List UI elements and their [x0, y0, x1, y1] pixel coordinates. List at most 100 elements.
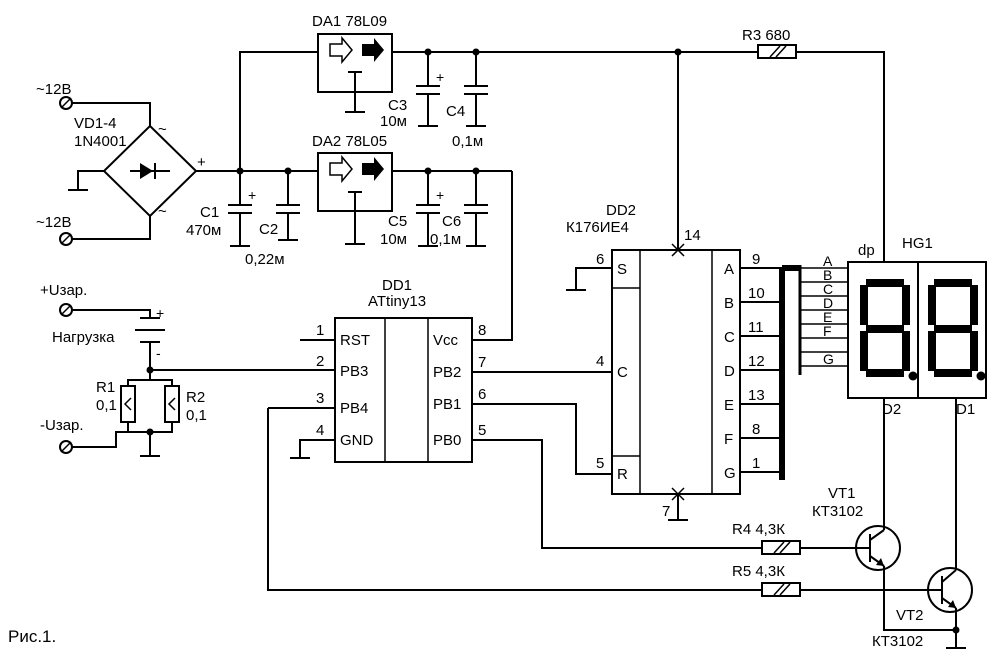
c4-value: 0,1м: [452, 133, 483, 150]
svg-text:E: E: [823, 309, 832, 325]
display-d1-label: D1: [956, 401, 975, 418]
c2-ref: C2: [259, 221, 278, 238]
dd1-pin-name: Vcc: [433, 332, 459, 349]
charge-plus-label: +Uзар.: [40, 282, 87, 299]
resistor-r1: [120, 385, 136, 423]
dd2-pin-name: S: [617, 261, 627, 278]
svg-text:8: 8: [752, 421, 760, 438]
dd1-pin-num: 8: [478, 322, 486, 339]
dd1-pin-num: 2: [316, 353, 324, 370]
r1-ref: R1: [96, 379, 115, 396]
c4-ref: C4: [446, 103, 465, 120]
vt1-part: КТ3102: [812, 503, 863, 520]
c2-value: 0,22м: [245, 251, 285, 268]
mcu-dd1-part: ATtiny13: [368, 293, 426, 310]
regulator-da1-label: DA1 78L09: [312, 13, 387, 30]
c6-ref: C6: [442, 213, 461, 230]
c6-value: 0,1м: [430, 231, 461, 248]
charge-minus-label: -Uзар.: [40, 417, 84, 434]
r3-label: R3 680: [742, 27, 790, 44]
vt1-ref: VT1: [828, 485, 856, 502]
display-digit-2: [917, 261, 987, 399]
svg-text:B: B: [724, 295, 734, 312]
dd1-pin-name: PB4: [340, 400, 368, 417]
dd1-pin-num: 7: [478, 354, 486, 371]
dd2-outputs: [740, 267, 782, 473]
svg-text:G: G: [724, 465, 736, 482]
r2-ref: R2: [186, 389, 205, 406]
svg-text:+: +: [248, 187, 256, 203]
svg-text:F: F: [724, 431, 733, 448]
dd2-pin-gnd: 7: [662, 503, 670, 520]
svg-text:12: 12: [748, 353, 765, 370]
bus-to-display: [800, 267, 848, 367]
dd2-pin-name: R: [617, 466, 628, 483]
display-ref: HG1: [902, 235, 933, 252]
dd1-pin-name: RST: [340, 332, 370, 349]
r2-value: 0,1: [186, 407, 207, 424]
resistor-r5: [761, 582, 801, 597]
c5-value: 10м: [380, 231, 407, 248]
svg-text:~: ~: [158, 203, 167, 220]
diode-bridge: [102, 124, 198, 218]
c5-ref: C5: [388, 213, 407, 230]
svg-text:A: A: [724, 261, 734, 278]
figure-caption: Рис.1.: [8, 627, 56, 646]
svg-text:F: F: [823, 323, 832, 339]
r5-label: R5 4,3К: [732, 563, 785, 580]
dd2-pin-num: 6: [596, 251, 604, 268]
dd1-pin-name: PB2: [433, 364, 461, 381]
svg-text:~: ~: [158, 121, 167, 138]
svg-text:+: +: [436, 187, 444, 203]
resistor-r4: [761, 540, 801, 555]
dd1-pin-name: PB3: [340, 363, 368, 380]
svg-text:C: C: [823, 281, 833, 297]
svg-text:D: D: [823, 295, 833, 311]
regulator-da2-label: DA2 78L05: [312, 133, 387, 150]
digit-1-segments: [860, 279, 918, 381]
dd1-pin-name: PB0: [433, 432, 461, 449]
vt2-part: КТ3102: [872, 633, 923, 650]
c3-value: 10м: [380, 113, 407, 130]
svg-text:B: B: [823, 267, 832, 283]
svg-text:-: -: [156, 345, 161, 361]
dd2-pin-num: 5: [596, 455, 604, 472]
dd1-pin-name: GND: [340, 432, 374, 449]
r1-value: 0,1: [96, 397, 117, 414]
dd2-pin-num: 4: [596, 353, 604, 370]
dd1-pin-num: 1: [316, 322, 324, 339]
bridge-part: 1N4001: [74, 133, 127, 150]
svg-text:E: E: [724, 397, 734, 414]
counter-dd2: [611, 249, 741, 495]
c1-ref: C1: [200, 204, 219, 221]
digit-2-segments: [928, 279, 986, 381]
display-dp-label: dp: [858, 242, 875, 259]
dd1-pin-num: 4: [316, 422, 324, 439]
dd2-pin-vcc: 14: [684, 227, 701, 244]
load-label: Нагрузка: [52, 329, 115, 346]
counter-dd2-ref: DD2: [606, 202, 636, 219]
svg-text:+: +: [436, 69, 444, 85]
resistor-r2: [164, 385, 180, 423]
svg-text:9: 9: [752, 251, 760, 268]
svg-text:G: G: [823, 351, 834, 367]
svg-text:1: 1: [752, 455, 760, 472]
dd2-pin-name: C: [617, 364, 628, 381]
c3-ref: C3: [388, 97, 407, 114]
svg-text:C: C: [724, 329, 735, 346]
vt2-ref: VT2: [896, 607, 924, 624]
mcu-dd1: [334, 317, 473, 463]
dd1-pin-num: 6: [478, 386, 486, 403]
dd1-pin-name: PB1: [433, 396, 461, 413]
dd1-pin-num: 3: [316, 390, 324, 407]
ac-input-label-1: ~12В: [36, 81, 71, 98]
counter-dd2-part: К176ИЕ4: [566, 219, 629, 236]
svg-text:+: +: [197, 154, 206, 171]
mcu-dd1-ref: DD1: [382, 277, 412, 294]
bridge-ref: VD1-4: [74, 115, 117, 132]
c1-value: 470м: [186, 222, 221, 239]
svg-text:10: 10: [748, 285, 765, 302]
svg-text:+: +: [156, 305, 164, 321]
